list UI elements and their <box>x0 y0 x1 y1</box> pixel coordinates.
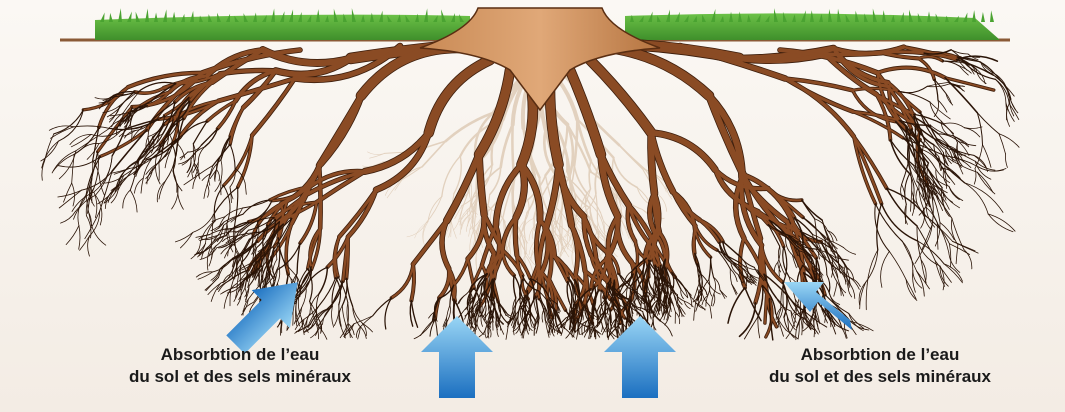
caption-left: Absorbtion de l’eau du sol et des sels m… <box>70 344 410 388</box>
caption-right-line1: Absorbtion de l’eau <box>700 344 1060 366</box>
caption-right: Absorbtion de l’eau du sol et des sels m… <box>700 344 1060 388</box>
caption-left-line1: Absorbtion de l’eau <box>70 344 410 366</box>
caption-right-line2: du sol et des sels minéraux <box>700 366 1060 388</box>
caption-left-line2: du sol et des sels minéraux <box>70 366 410 388</box>
